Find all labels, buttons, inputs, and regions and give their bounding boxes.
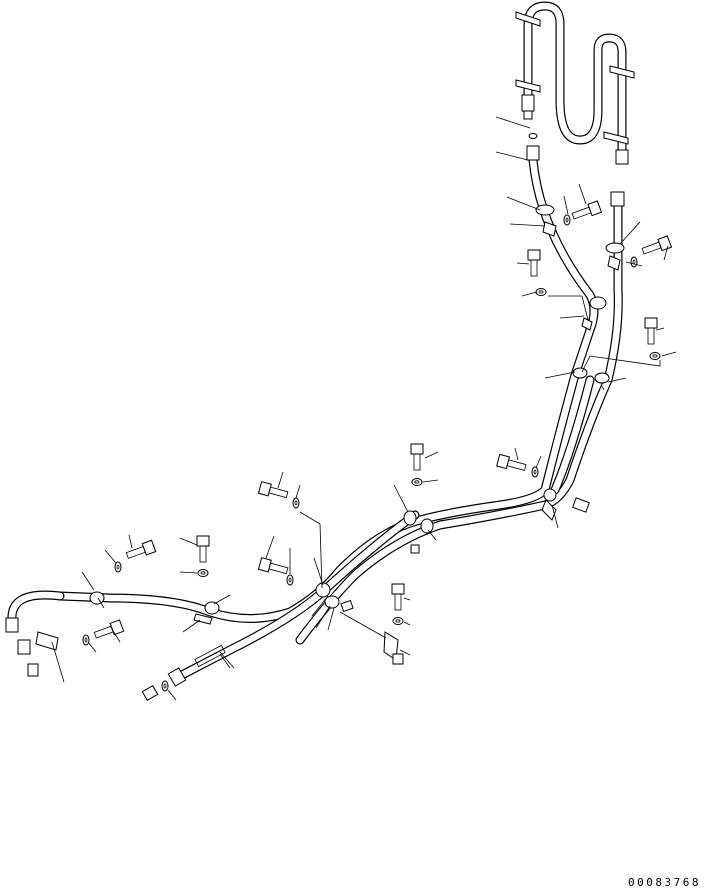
hose-fittings: [5, 145, 625, 687]
o-ring: [528, 133, 538, 139]
bolts: [93, 200, 673, 639]
leader-lines: [51, 116, 677, 701]
drawing-number: 00083768: [628, 876, 701, 889]
upper-pipe-assembly: [515, 1, 635, 165]
small-fittings: [17, 497, 590, 702]
washers: [82, 214, 661, 692]
bracket-clamps: [35, 221, 621, 661]
hose-clamps: [89, 204, 625, 615]
